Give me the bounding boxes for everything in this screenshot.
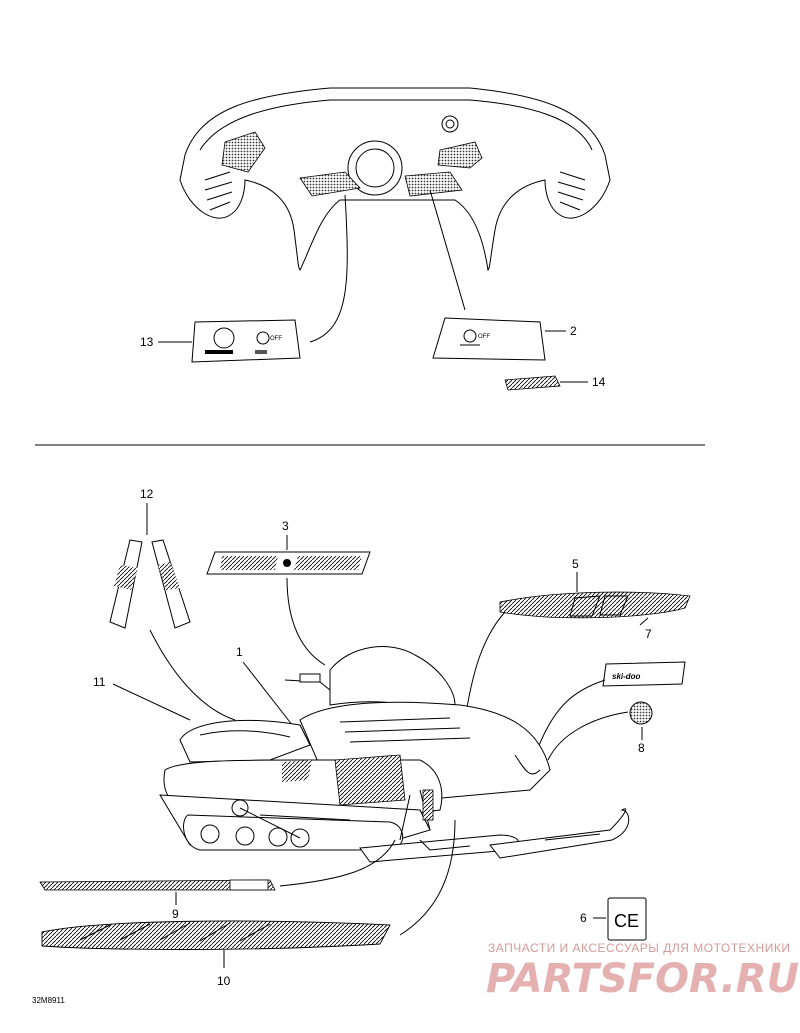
callout-14: 14 [592,375,606,389]
callout-12: 12 [140,487,154,501]
callout-7: 7 [645,627,652,641]
watermark-logo: PARTSFOR.RU [486,956,799,1002]
leader-9 [279,839,396,887]
leader-3 [286,577,326,666]
leader-12 [149,629,236,721]
callout-6: 6 [580,911,587,925]
decal-5-7-side-graphic [499,591,691,619]
callout-9: 9 [172,907,179,921]
decal-10-large-graphic [41,920,391,950]
leader-11 [112,683,191,721]
brand-logo-text: ski-doo [612,672,641,681]
dashboard-console [179,87,611,272]
callout-2: 2 [570,324,577,338]
snowmobile-illustration [159,646,630,863]
decal-8-emblem [629,701,653,725]
watermark-tagline: ЗАПЧАСТИ И АКСЕССУАРЫ ДЛЯ МОТОТЕХНИКИ [488,941,790,955]
leader-1 [242,661,301,736]
decal-9-side-strip [39,879,276,891]
figure-code: 32M8911 [32,996,65,1005]
ce-mark-text: CE [614,911,639,931]
decal-13-off-label: OFF [270,336,282,342]
callout-11: 11 [93,675,106,689]
leader-13 [309,194,348,343]
decal-2-off-label: OFF [478,334,490,340]
decal-3-warning-label [206,551,371,575]
callout-8: 8 [638,741,645,755]
decal-13-switch-left: OFF [191,319,301,363]
leader-brand [537,679,606,749]
callout-3: 3 [282,519,289,533]
leader-8 [547,711,629,761]
decal-6-ce-mark: CE [607,897,647,941]
leader-10 [399,819,456,936]
decal-12-hood-stripes [109,539,191,629]
callout-1: 1 [236,645,243,659]
decal-14-strip [504,375,561,391]
callout-13: 13 [140,335,154,349]
decal-2-switch-right: OFF [432,317,546,361]
callout-10: 10 [217,974,231,988]
decal-brand-logo: ski-doo [602,661,686,687]
leader-2 [429,189,466,311]
callout-5: 5 [572,557,579,571]
